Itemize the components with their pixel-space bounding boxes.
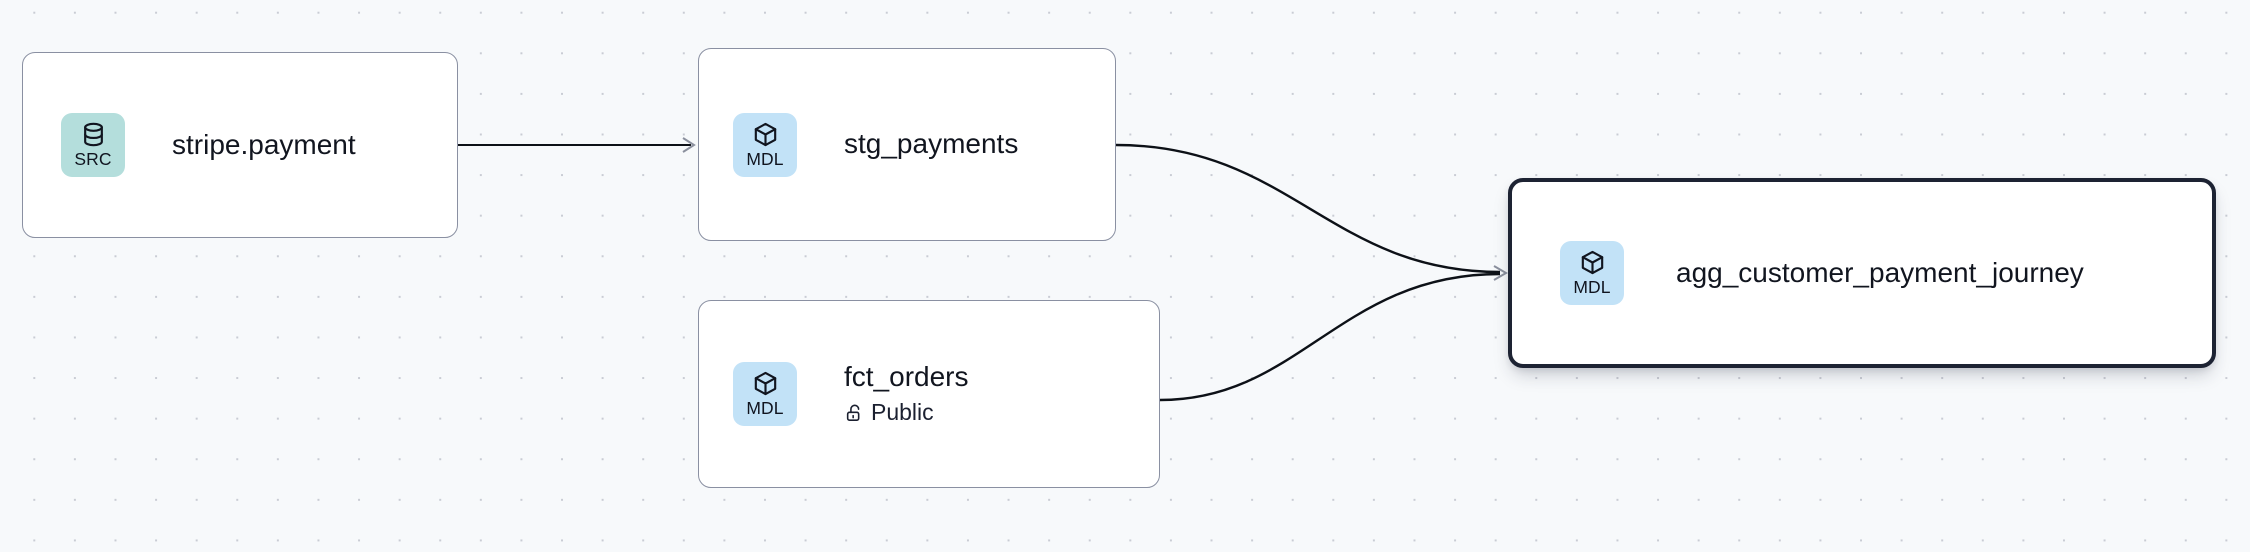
lineage-node-fct-orders[interactable]: MDL fct_orders Public: [698, 300, 1160, 488]
model-type-badge: MDL: [733, 112, 797, 177]
source-type-badge: SRC: [61, 113, 125, 177]
lineage-node-agg-customer-payment-journey[interactable]: MDL agg_customer_payment_journey: [1508, 178, 2216, 368]
visibility-status: Public: [844, 399, 969, 427]
node-body: stripe.payment: [172, 129, 356, 161]
cube-icon: [1579, 249, 1606, 276]
unlock-icon: [844, 403, 864, 423]
badge-label: MDL: [746, 398, 784, 419]
lineage-node-stripe-payment[interactable]: SRC stripe.payment: [22, 52, 458, 238]
visibility-label: Public: [871, 398, 934, 425]
node-body: fct_orders Public: [844, 361, 969, 426]
edge-fct-to-agg: [1159, 272, 1501, 402]
database-icon: [80, 121, 107, 148]
badge-label: MDL: [1573, 277, 1611, 298]
badge-label: MDL: [746, 148, 784, 169]
cube-icon: [752, 121, 779, 148]
node-title: fct_orders: [844, 361, 969, 393]
node-body: stg_payments: [844, 128, 1018, 160]
edge-stg-to-agg: [1115, 143, 1501, 274]
badge-label: SRC: [74, 149, 112, 170]
node-title: stripe.payment: [172, 128, 356, 160]
node-body: agg_customer_payment_journey: [1676, 257, 2084, 289]
lineage-node-stg-payments[interactable]: MDL stg_payments: [698, 48, 1116, 241]
cube-icon: [752, 370, 779, 397]
node-title: agg_customer_payment_journey: [1676, 256, 2084, 288]
model-type-badge: MDL: [1560, 241, 1624, 305]
arrowhead-agg-node: [1493, 265, 1508, 281]
arrowhead-stg-payments: [682, 137, 696, 153]
model-type-badge: MDL: [733, 362, 797, 426]
node-title: stg_payments: [844, 128, 1019, 160]
